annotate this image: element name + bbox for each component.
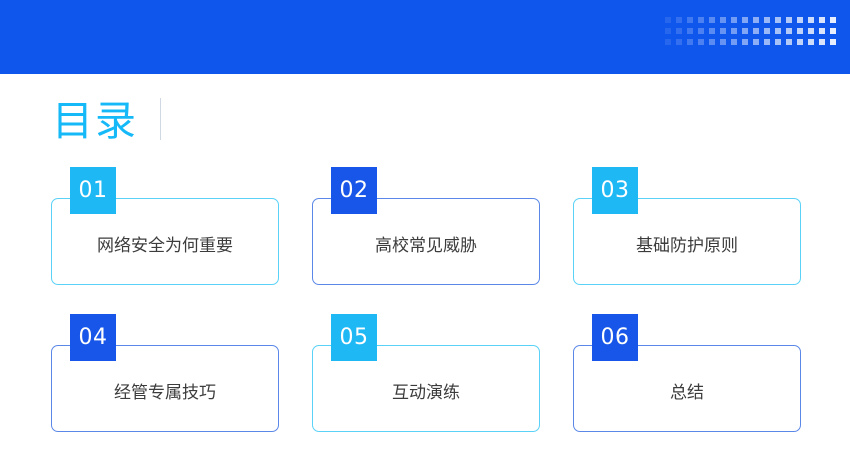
dot-matrix-row [665,17,836,23]
title-divider [160,98,161,140]
header-band [0,0,850,74]
dot-matrix-dot [709,28,715,34]
dot-matrix-dot [676,17,682,23]
dot-matrix-dot [665,17,671,23]
dot-matrix-dot [687,28,693,34]
dot-matrix-dot [753,28,759,34]
agenda-card-03[interactable]: 03 基础防护原则 [573,167,801,285]
agenda-card-02[interactable]: 02 高校常见威胁 [312,167,540,285]
agenda-label-05: 互动演练 [392,382,460,403]
agenda-number-badge-05: 05 [331,314,377,361]
dot-matrix-dot [775,28,781,34]
dot-matrix-dot [665,28,671,34]
dot-matrix-dot [665,39,671,45]
agenda-label-02: 高校常见威胁 [375,235,477,256]
dot-matrix-dot [720,17,726,23]
agenda-card-05[interactable]: 05 互动演练 [312,314,540,432]
dot-matrix-dot [830,28,836,34]
agenda-number-badge-06: 06 [592,314,638,361]
dot-matrix-dot [753,39,759,45]
dot-matrix-dot [709,39,715,45]
dot-matrix-dot [775,17,781,23]
agenda-label-03: 基础防护原则 [636,235,738,256]
dot-matrix-dot [775,39,781,45]
dot-matrix-dot [808,39,814,45]
agenda-label-06: 总结 [670,382,704,403]
dot-matrix-dot [808,28,814,34]
dot-matrix-dot [830,17,836,23]
agenda-number-badge-01: 01 [70,167,116,214]
agenda-row-2: 04 经管专属技巧 05 互动演练 06 总结 [51,314,801,432]
dot-matrix-dot [753,17,759,23]
dot-matrix-dot [731,39,737,45]
dot-matrix-decoration [665,17,836,45]
dot-matrix-dot [786,17,792,23]
dot-matrix-dot [731,28,737,34]
dot-matrix-dot [676,28,682,34]
dot-matrix-dot [731,17,737,23]
agenda-number-badge-04: 04 [70,314,116,361]
dot-matrix-dot [742,28,748,34]
dot-matrix-dot [819,17,825,23]
dot-matrix-dot [742,17,748,23]
dot-matrix-row [665,39,836,45]
agenda-label-04: 经管专属技巧 [114,382,216,403]
dot-matrix-dot [808,17,814,23]
page-title: 目录 [52,97,138,145]
agenda-card-grid: 01 网络安全为何重要 02 高校常见威胁 03 基础防护原则 04 经管专属技… [51,167,801,432]
dot-matrix-row [665,28,836,34]
agenda-row-1: 01 网络安全为何重要 02 高校常见威胁 03 基础防护原则 [51,167,801,285]
agenda-number-badge-03: 03 [592,167,638,214]
dot-matrix-dot [720,28,726,34]
dot-matrix-dot [786,39,792,45]
dot-matrix-dot [698,39,704,45]
dot-matrix-dot [742,39,748,45]
dot-matrix-dot [698,28,704,34]
dot-matrix-dot [819,28,825,34]
dot-matrix-dot [764,39,770,45]
dot-matrix-dot [698,17,704,23]
page-title-group: 目录 [52,92,161,142]
dot-matrix-dot [764,17,770,23]
dot-matrix-dot [687,17,693,23]
dot-matrix-dot [709,17,715,23]
dot-matrix-dot [786,28,792,34]
agenda-number-badge-02: 02 [331,167,377,214]
dot-matrix-dot [797,17,803,23]
dot-matrix-dot [819,39,825,45]
dot-matrix-dot [764,28,770,34]
agenda-card-04[interactable]: 04 经管专属技巧 [51,314,279,432]
dot-matrix-dot [797,28,803,34]
agenda-card-06[interactable]: 06 总结 [573,314,801,432]
dot-matrix-dot [720,39,726,45]
dot-matrix-dot [830,39,836,45]
agenda-label-01: 网络安全为何重要 [97,235,233,256]
dot-matrix-dot [797,39,803,45]
dot-matrix-dot [687,39,693,45]
agenda-card-01[interactable]: 01 网络安全为何重要 [51,167,279,285]
dot-matrix-dot [676,39,682,45]
